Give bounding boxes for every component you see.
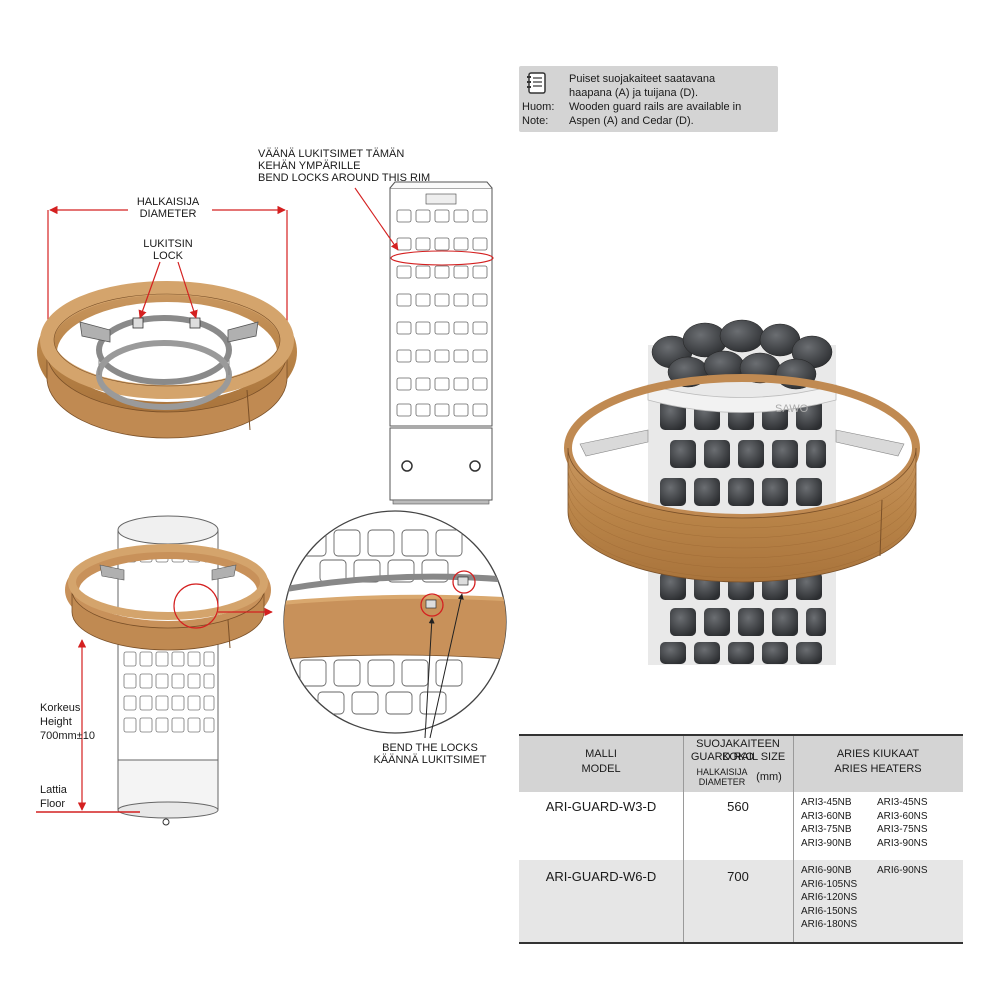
table-header: MALLI MODEL SUOJAKAITEEN KOKO GUARD RAIL… [519, 734, 963, 792]
height-value: 700mm±10 [40, 730, 95, 742]
col-heaters-en: ARIES HEATERS [834, 763, 922, 775]
heater-model: ARI3-60NS [877, 810, 928, 822]
col-size-en: GUARD RAIL SIZE [690, 751, 786, 763]
heater-model: ARI6-90NB [801, 865, 852, 876]
heater-model: ARI3-45NS [877, 797, 928, 808]
heater-with-guard-diagram [36, 515, 273, 826]
bend-rim-label-en: BEND LOCKS AROUND THIS RIM [258, 172, 431, 184]
lock-label-en: LOCK [153, 250, 183, 262]
heater-model: ARI3-75NB [801, 824, 852, 835]
note-header-fi: Huom: [522, 101, 555, 113]
guard-rail-spec-table: MALLI MODEL SUOJAKAITEEN KOKO GUARD RAIL… [519, 734, 963, 944]
col-size-fi: SUOJAKAITEEN KOKO [696, 738, 780, 763]
bend-rim-label-fi-2: KEHÄN YMPÄRILLE [258, 160, 361, 172]
col-diam-unit: (mm) [756, 771, 782, 783]
col-diam-fi: HALKAISIJA [696, 767, 748, 777]
col-heaters-fi: ARIES KIUKAAT [836, 748, 920, 760]
lock-label-fi: LUKITSIN [143, 238, 193, 250]
heater-model: ARI3-60NB [801, 810, 852, 822]
height-label-en: Height [40, 716, 72, 728]
heater-model: ARI6-105NS [801, 878, 858, 890]
note-box: Huom: Note: Puiset suojakaiteet saatavan… [519, 66, 778, 132]
row-size: 700 [727, 869, 749, 884]
floor-label-fi: Lattia [40, 784, 67, 796]
heater-model: ARI3-90NB [801, 837, 852, 849]
row-size: 560 [727, 799, 749, 814]
diameter-label-fi: HALKAISIJA [136, 196, 200, 208]
col-model-fi: MALLI [585, 748, 617, 760]
row-model: ARI-GUARD-W6-D [545, 869, 657, 884]
lock-detail-diagram [283, 510, 507, 739]
col-model-en: MODEL [581, 763, 621, 775]
heater-model: ARI3-45NB [801, 797, 852, 808]
table-row: ARI-GUARD-W3-D 560 ARI3-45NB ARI3-60NB A… [519, 792, 963, 860]
row-model: ARI-GUARD-W3-D [545, 799, 657, 814]
heater-model: ARI3-90NS [877, 837, 928, 849]
floor-label-en: Floor [40, 798, 66, 810]
note-header-en: Note: [522, 115, 549, 127]
guard-ring-diagram [37, 205, 297, 439]
note-text-fi-1: Puiset suojakaiteet saatavana [569, 73, 716, 85]
heater-front-diagram [354, 181, 494, 505]
heater-model: ARI6-120NS [801, 892, 858, 903]
note-text-en-2: Aspen (A) and Cedar (D). [569, 115, 694, 127]
brand-text: SAWO [775, 403, 809, 415]
heater-model: ARI6-150NS [801, 905, 858, 917]
note-text-en-1: Wooden guard rails are available in [569, 101, 742, 113]
notebook-icon [527, 72, 546, 94]
col-diam-en: DIAMETER [698, 777, 746, 787]
bend-locks-label-fi: KÄÄNNÄ LUKITSIMET [373, 754, 487, 766]
heater-photo: SAWO [564, 319, 920, 665]
bend-rim-label-fi-1: VÄÄNÄ LUKITSIMET TÄMÄN [258, 148, 405, 160]
note-text-fi-2: haapana (A) ja tuijana (D). [569, 87, 699, 99]
heater-model: ARI6-180NS [801, 919, 858, 930]
height-label-fi: Korkeus [40, 702, 81, 714]
bend-locks-label-en: BEND THE LOCKS [382, 742, 478, 754]
heater-model: ARI3-75NS [877, 824, 928, 835]
table-row: ARI-GUARD-W6-D 700 ARI6-90NB ARI6-105NS … [519, 860, 963, 944]
diameter-label-en: DIAMETER [139, 208, 197, 220]
heater-model: ARI6-90NS [877, 865, 928, 876]
